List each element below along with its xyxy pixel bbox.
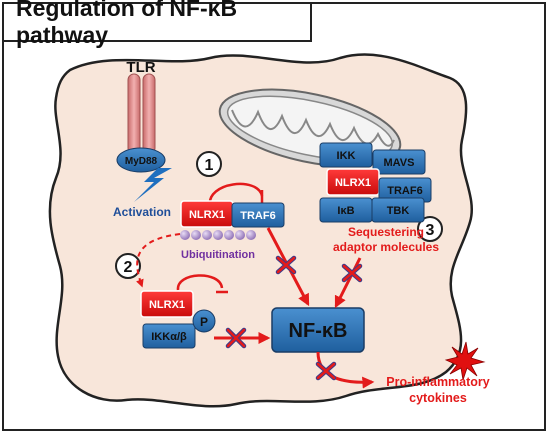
sequestering-label-line2: adaptor molecules	[333, 240, 439, 254]
lightning-bolt-icon	[134, 168, 172, 202]
phosphate-node	[192, 309, 216, 333]
myd88-node	[116, 147, 166, 173]
ikk-box	[319, 142, 373, 168]
traf6-top-label: TRAF6	[240, 210, 275, 222]
tlr-label: TLR	[126, 59, 155, 76]
traf6-box-top	[231, 202, 285, 228]
cross-mark-icon	[225, 327, 247, 349]
ikk-ab-label: IKKα/β	[151, 331, 187, 343]
nfkb-label: NF-κB	[289, 320, 348, 342]
ikk-label: IKK	[337, 150, 356, 162]
arrow-seq-to-nfkb	[334, 257, 362, 309]
traf6-mito-label: TRAF6	[387, 185, 422, 197]
nlrx1-mid-label: NLRX1	[149, 299, 185, 311]
cytokines-label-line2: cytokines	[409, 391, 467, 405]
myd88-label: MyD88	[125, 156, 158, 167]
mavs-box	[372, 149, 426, 175]
inhibition-arc-1	[208, 182, 264, 207]
step-1-number: 1	[205, 157, 214, 174]
inhibition-arc-2	[176, 274, 224, 291]
ubiquitination-label: Ubiquitination	[181, 249, 255, 261]
cross-mark-icon	[275, 255, 297, 275]
step-3-number: 3	[426, 222, 435, 239]
ubiquitin-chain	[180, 230, 256, 240]
step-3-marker: 3	[417, 216, 443, 242]
step-2-marker: 2	[115, 253, 141, 279]
ikk-ab-box	[142, 323, 196, 349]
sequestering-label-line1: Sequestering	[348, 225, 424, 239]
nlrx1-top-label: NLRX1	[189, 209, 225, 221]
dashed-arrow	[136, 233, 181, 288]
activation-label: Activation	[113, 205, 171, 219]
diagram-title: Regulation of NF-κB pathway	[2, 0, 312, 48]
phosphate-label: P	[200, 315, 208, 329]
cross-mark-icon	[341, 263, 363, 283]
cytokines-label-line1: Pro-inflammatory	[386, 375, 490, 389]
cross-mark-icon	[315, 361, 337, 381]
tbk-box	[371, 197, 425, 223]
ikb-label: IκB	[337, 205, 354, 217]
tbk-label: TBK	[387, 205, 410, 217]
nlrx1-mito-label: NLRX1	[335, 177, 371, 189]
step-1-marker: 1	[196, 151, 222, 177]
nlrx1-box-mid	[140, 290, 194, 318]
step-2-number: 2	[124, 259, 133, 276]
mavs-label: MAVS	[384, 157, 415, 169]
star-burst-icon	[444, 341, 486, 381]
